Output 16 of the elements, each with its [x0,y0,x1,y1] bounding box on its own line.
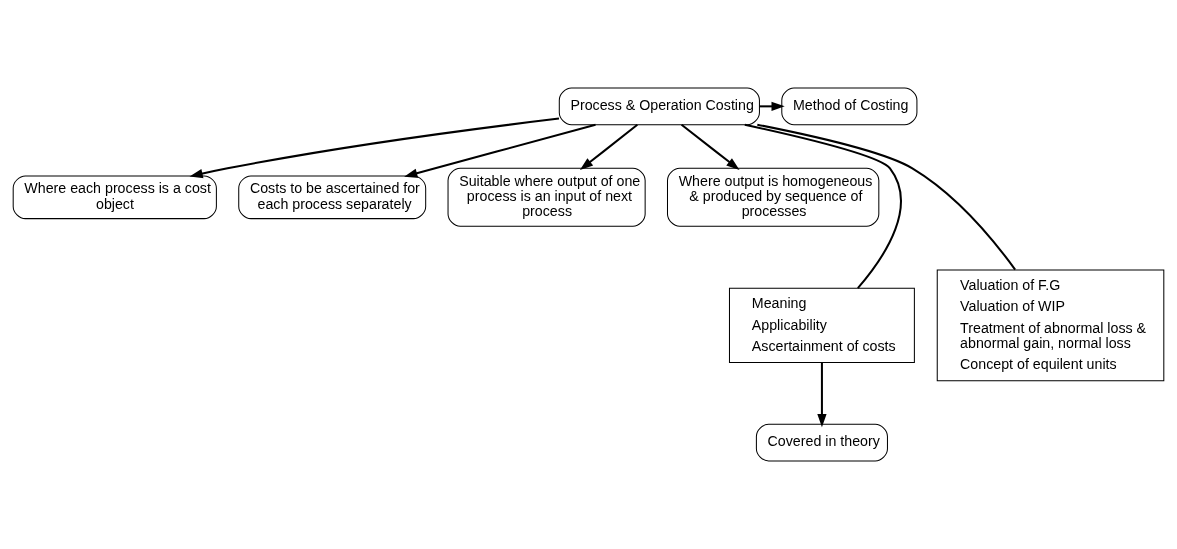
arrow [189,117,560,179]
arrow [579,123,638,170]
node-box: Covered in theory [755,423,888,462]
arrow [404,123,596,178]
connector [757,123,1016,271]
connector [744,123,902,289]
node-box: Suitable where output of one process is an input of next process [447,167,646,227]
node-box: Valuation of F.G Valuation of WIP Treatment of abnormal loss & abnormal gain, normal loss Concept of equilent units [936,269,1165,382]
node-box: Process & Operation Costing [558,87,760,126]
node-box: Where each process is a cost object [12,175,217,220]
node-box: Where output is homogeneous & produced by sequence of processes [667,167,880,227]
node-box: Meaning Applicability Ascertainment of costs [728,287,915,363]
node-box: Costs to be ascertained for each process separately [238,175,427,220]
arrow [680,123,740,170]
arrow [817,362,827,428]
node-box: Method of Costing [781,87,918,126]
